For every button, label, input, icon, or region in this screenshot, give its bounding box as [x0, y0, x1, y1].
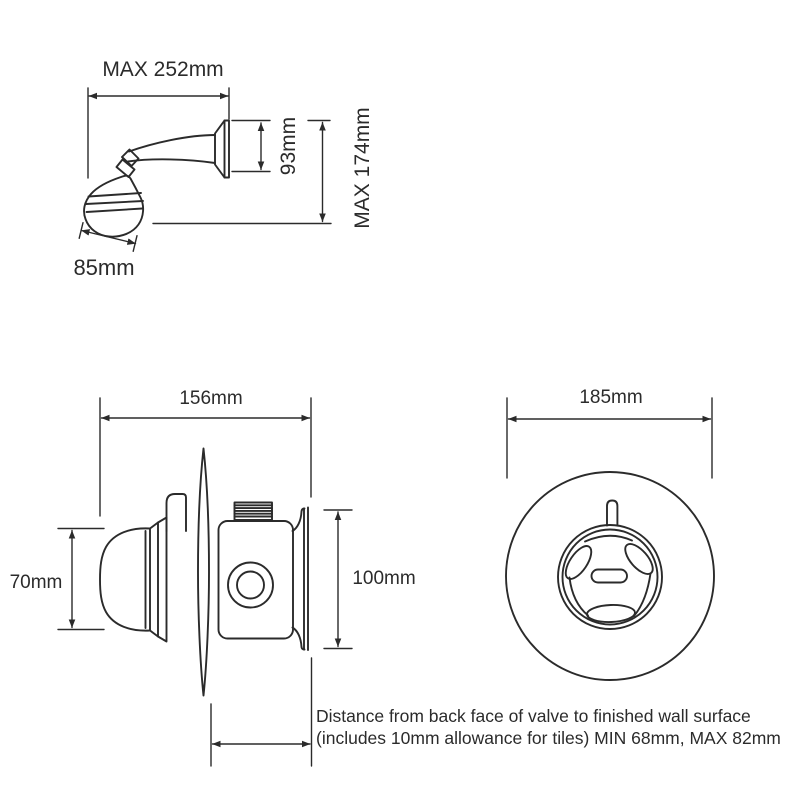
knob-face-left-edge [568, 576, 589, 617]
installation-note: Distance from back face of valve to fini… [316, 706, 781, 748]
knob-ring-outer [557, 524, 663, 630]
knob-escutcheon-step-1 [149, 521, 159, 638]
label-flange-height: 93mm [277, 117, 300, 175]
wall-plate-edge [197, 447, 210, 697]
shower-head-face-line-3 [85, 207, 144, 213]
outlet-thread-lines [233, 504, 273, 518]
valve-side-view [99, 447, 309, 697]
indicator-stub [606, 499, 619, 527]
side-port-outer [227, 561, 274, 609]
label-max-height: MAX 174mm [351, 107, 374, 228]
label-head-diameter: 85mm [73, 255, 134, 280]
label-valve-flange-height: 100mm [352, 568, 415, 589]
shower-arm-top-edge [128, 134, 216, 153]
knob-face-top-edge [584, 534, 633, 543]
knob-dome [99, 527, 151, 632]
shower-arm-bottom-edge [127, 158, 216, 164]
note-line-1: Distance from back face of valve to fini… [316, 706, 751, 726]
knob-ring-inner [561, 528, 659, 626]
note-line-2: (includes 10mm allowance for tiles) MIN … [316, 728, 781, 748]
centre-handle-slot [590, 568, 628, 584]
label-valve-width: 156mm [179, 388, 242, 409]
shower-arm-dimensions [78, 87, 332, 253]
grip-pad-right [624, 543, 654, 575]
valve-front-dimensions [506, 397, 713, 479]
shower-head-face-line-2 [85, 200, 144, 205]
label-max-width: MAX 252mm [102, 58, 223, 81]
arm-connector-nut [115, 158, 136, 178]
wall-flange-cone [214, 119, 226, 179]
shower-head-outline [83, 174, 145, 238]
knob-face-right-edge [633, 572, 652, 617]
grip-pad-bottom [586, 604, 636, 623]
knob-escutcheon-step-2 [157, 516, 168, 643]
label-plate-diameter: 185mm [579, 387, 642, 408]
back-flange-bottom [291, 626, 306, 651]
side-port-inner [236, 570, 265, 600]
mounting-bracket-tab [165, 493, 187, 532]
shower-arm-side-view [83, 119, 230, 238]
dim-line-85 [80, 229, 137, 245]
wall-flange-face [223, 119, 230, 179]
valve-side-dimensions [57, 397, 353, 767]
grip-pad-left [564, 545, 593, 580]
shower-head-face-line-1 [87, 192, 142, 198]
valve-front-view [505, 471, 715, 681]
label-knob-height: 70mm [10, 572, 63, 593]
back-flange-top [291, 507, 306, 532]
valve-body [217, 520, 294, 640]
wall-plate-circle [505, 471, 715, 681]
dimension-labels: MAX 252mm 93mm MAX 174mm 85mm 156mm 70mm… [10, 58, 643, 593]
